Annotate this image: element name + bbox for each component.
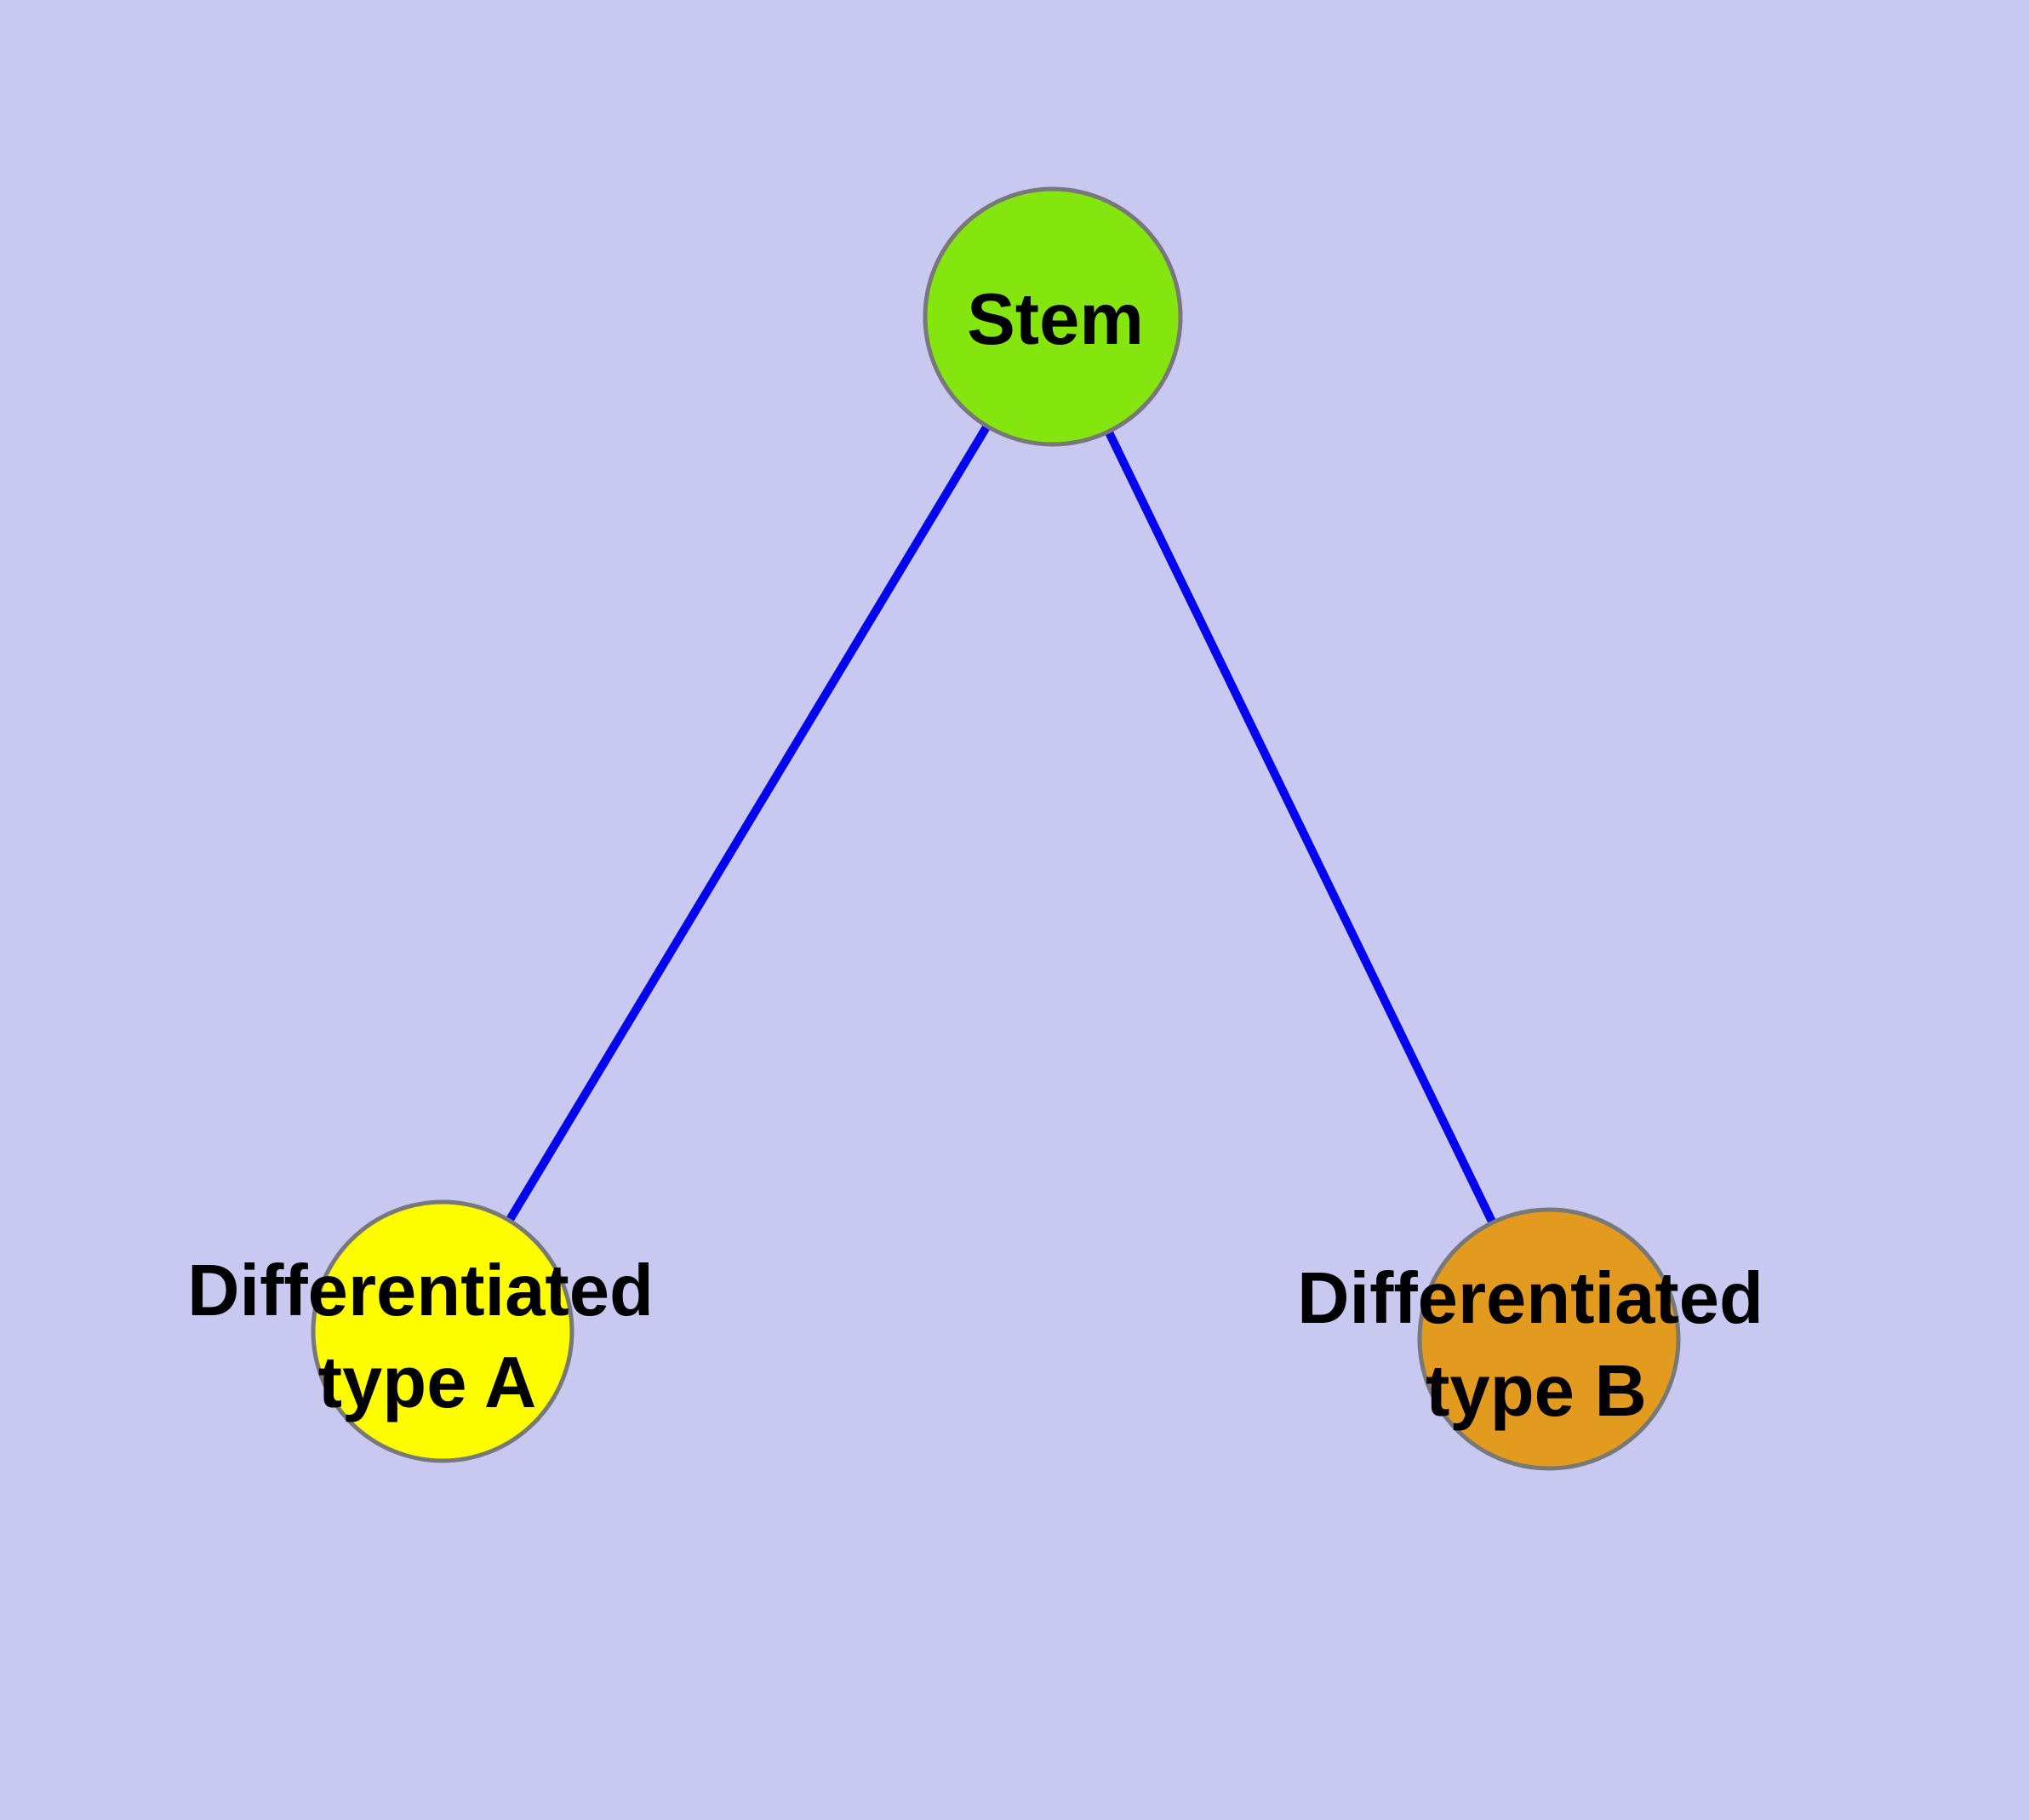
node-type-b-circle: [1417, 1207, 1681, 1471]
node-type-a-label-line2: type A: [318, 1342, 537, 1423]
node-type-b-label-line1: Differentiated: [1297, 1258, 1763, 1339]
node-type-b-label-line2: type B: [1426, 1351, 1647, 1432]
node-stem-label: Stem: [967, 279, 1144, 360]
edge-stem-to-type-a: [438, 314, 1057, 1334]
node-stem-circle: [923, 186, 1183, 447]
node-type-a-circle: [311, 1199, 574, 1463]
node-type-a-label-line1: Differentiated: [187, 1251, 654, 1331]
edge-stem-to-type-b: [1049, 314, 1553, 1342]
